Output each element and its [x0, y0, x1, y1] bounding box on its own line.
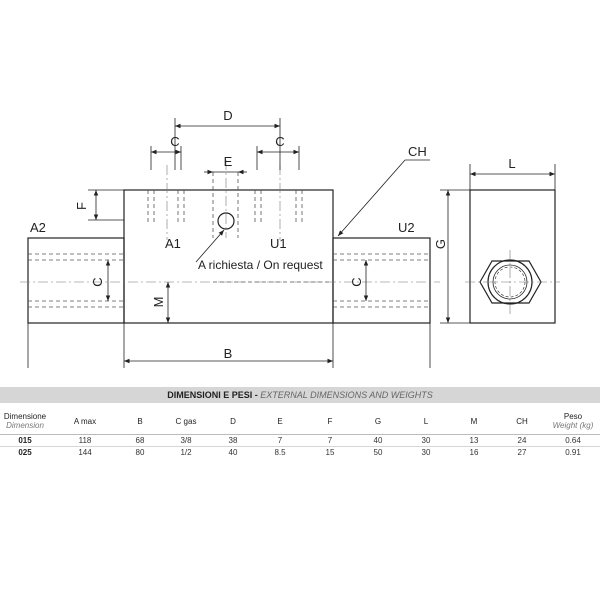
label-a2: A2	[30, 220, 46, 235]
end-view-body	[469, 189, 556, 324]
label-l: L	[508, 156, 515, 171]
header-sub: Weight (kg)	[552, 421, 594, 430]
cell-g: 40	[354, 434, 402, 447]
label-c-right: C	[275, 134, 284, 149]
table-row: 015 118 68 3/8 38 7 7 40 30 13 24 0.64	[0, 434, 600, 447]
cell-weight: 0.64	[546, 434, 600, 447]
label-u1: U1	[270, 236, 287, 251]
table-title-english: EXTERNAL DIMENSIONS AND WEIGHTS	[260, 390, 433, 400]
header-label: Dimensione	[3, 412, 47, 421]
header-l: L	[402, 408, 450, 435]
cell-d: 40	[228, 448, 238, 457]
table-title: DIMENSIONI E PESI - EXTERNAL DIMENSIONS …	[0, 387, 600, 403]
cell-weight: 0.91	[565, 448, 581, 457]
cell-dimension: 025	[18, 448, 32, 457]
label-c-port-right: C	[349, 277, 364, 286]
header-c-gas: C gas	[160, 408, 212, 435]
cell-b: 80	[135, 448, 145, 457]
cell-f: 15	[325, 448, 335, 457]
cell-e: 8.5	[274, 448, 286, 457]
technical-drawing: D C C E F CH A2 U2 A1 U1 C C M B L G A r…	[20, 108, 560, 368]
header-e: E	[254, 408, 306, 435]
label-c-port-left: C	[90, 277, 105, 286]
label-a1: A1	[165, 236, 181, 251]
header-ch: CH	[498, 408, 546, 435]
header-g: G	[354, 408, 402, 435]
left-port-a2	[27, 237, 125, 324]
cell-a-max: 118	[50, 434, 120, 447]
cell-f: 7	[306, 434, 354, 447]
end-view	[469, 189, 556, 324]
right-port-u2	[332, 237, 431, 324]
header-label: Peso	[563, 412, 583, 421]
label-m: M	[151, 297, 166, 308]
table-title-main: DIMENSIONI E PESI -	[167, 390, 261, 400]
cell-l: 30	[421, 448, 431, 457]
label-g: G	[433, 239, 448, 249]
table-row: 025 144 80 1/2 40 8.5 15 50 30 16 27 0.9…	[0, 447, 600, 459]
cell-g: 50	[373, 448, 383, 457]
cell-m: 13	[450, 434, 498, 447]
header-d: D	[212, 408, 254, 435]
cell-m: 16	[469, 448, 479, 457]
header-sub: Dimension	[6, 421, 44, 430]
cell-d: 38	[212, 434, 254, 447]
label-d: D	[223, 108, 232, 123]
cell-l: 30	[402, 434, 450, 447]
dimension-labels: D C C E F CH A2 U2 A1 U1 C C M B L G	[30, 108, 516, 361]
cell-c-gas: 3/8	[160, 434, 212, 447]
label-b: B	[224, 346, 233, 361]
header-f: F	[306, 408, 354, 435]
hidden-lines	[28, 172, 430, 308]
cell-b: 68	[120, 434, 160, 447]
label-u2: U2	[398, 220, 415, 235]
cell-dimension: 015	[0, 434, 50, 447]
on-request-note: A richiesta / On request	[198, 258, 323, 272]
end-view-dimensions	[440, 164, 560, 324]
label-f: F	[74, 202, 89, 210]
dimension-lines	[27, 118, 431, 368]
header-a-max: A max	[50, 408, 120, 435]
cell-ch: 27	[517, 448, 527, 457]
cell-c-gas: 1/2	[180, 448, 192, 457]
label-c-left: C	[170, 134, 179, 149]
header-b: B	[120, 408, 160, 435]
label-e: E	[224, 154, 233, 169]
cell-ch: 24	[498, 434, 546, 447]
cell-e: 7	[254, 434, 306, 447]
center-lines	[20, 160, 440, 283]
label-ch: CH	[408, 144, 427, 159]
cell-a-max: 144	[78, 448, 92, 457]
header-m: M	[450, 408, 498, 435]
